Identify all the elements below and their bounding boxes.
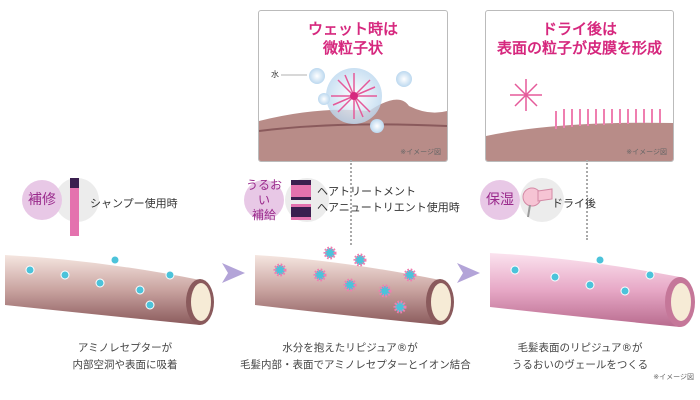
leader-line-wet [350, 160, 352, 245]
treatment-jar-icon [291, 180, 311, 200]
caption-retain: 毛髪表面のリピジュア®が うるおいのヴェールをつくる [505, 340, 655, 374]
product-nutrient: ヘアニュートリエント使用時 [317, 201, 460, 214]
badge-moisture-line1: うるおい [245, 177, 282, 207]
hair-shaft-moisture [255, 246, 454, 325]
inset-wet-title-1: ウェット時は [307, 20, 398, 38]
caption-moisture-2: 毛髪内部・表面でアミノレセプターとイオン結合 [240, 359, 471, 371]
inset-dry-note: ※イメージ図 [626, 148, 667, 156]
badge-moisture-line2: 補給 [251, 207, 276, 222]
hair-shaft-retain [490, 253, 695, 327]
inset-wet: ウェット時は 微粒子状 水 ※イメージ図 [258, 10, 448, 162]
product-dry: ドライ後 [552, 197, 596, 210]
hair-shafts [5, 246, 695, 327]
hair-dryer-icon [522, 187, 553, 218]
inset-wet-note: ※イメージ図 [400, 148, 441, 156]
caption-repair: アミノレセプターが 内部空洞や表面に吸着 [55, 340, 195, 374]
badge-retain: 保湿 [480, 180, 520, 220]
arrow-right-icon-2 [457, 263, 480, 283]
wet-particle-illustration [259, 68, 447, 161]
inset-dry-title-1: ドライ後は [541, 20, 617, 38]
caption-repair-2: 内部空洞や表面に吸着 [72, 359, 178, 371]
caption-repair-1: アミノレセプターが [77, 342, 173, 354]
caption-retain-1: 毛髪表面のリピジュア®が [517, 342, 643, 354]
product-shampoo: シャンプー使用時 [90, 197, 178, 210]
shampoo-bottle-icon [70, 178, 79, 236]
leader-line-dry [586, 160, 588, 240]
badge-moisture: うるおい 補給 [244, 177, 284, 222]
water-label: 水 [271, 70, 279, 79]
product-treatment: ヘアトリートメント [317, 185, 416, 198]
inset-dry-title-2: 表面の粒子が皮膜を形成 [496, 39, 662, 57]
caption-moisture-1: 水分を抱えたリピジュア®が [282, 342, 418, 354]
caption-retain-2: うるおいのヴェールをつくる [511, 359, 649, 371]
arrow-right-icon [222, 263, 245, 283]
nutrient-jar-icon [291, 204, 311, 220]
hair-shaft-repair [5, 255, 214, 325]
footer-note: ※イメージ図 [653, 373, 694, 381]
dry-film-illustration [486, 79, 673, 161]
badge-repair: 補修 [22, 180, 62, 220]
inset-wet-title-2: 微粒子状 [322, 39, 383, 57]
inset-dry: ドライ後は 表面の粒子が皮膜を形成 ※イメージ図 [485, 10, 674, 162]
caption-moisture: 水分を抱えたリピジュア®が 毛髪内部・表面でアミノレセプターとイオン結合 [240, 340, 471, 374]
